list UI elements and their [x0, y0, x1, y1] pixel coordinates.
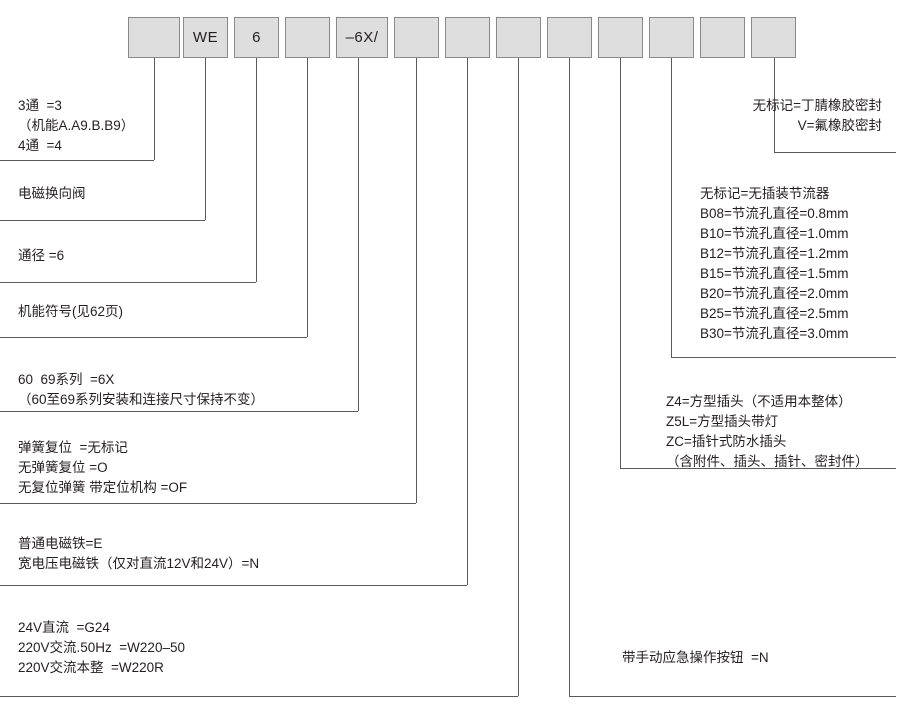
label-spring-line-2: 无弹簧复位 =O [18, 460, 108, 475]
label-throttle-line-3: B10=节流孔直径=1.0mm [700, 226, 849, 241]
label-valve-type-line-1: 电磁换向阀 [18, 186, 86, 201]
label-series-line-2: （60至69系列安装和连接尺寸保持不变） [18, 392, 265, 407]
bracket-series-vertical [358, 58, 359, 411]
code-box-13[interactable] [751, 17, 796, 58]
label-valve-type: 电磁换向阀 [18, 184, 86, 204]
bracket-seal-vertical [774, 58, 775, 152]
label-series-line-1: 60 69系列 =6X [18, 372, 115, 387]
code-box-8[interactable] [496, 17, 541, 58]
bracket-ways-vertical [154, 58, 155, 160]
code-box-3[interactable]: 6 [234, 17, 279, 58]
bracket-solenoid-vertical [467, 58, 468, 585]
label-manual-override-line-1: 带手动应急操作按钮 =N [622, 650, 769, 665]
bracket-valve-type-vertical [205, 58, 206, 220]
bracket-symbol-horizontal [0, 337, 307, 338]
label-voltage-line-1: 24V直流 =G24 [18, 620, 110, 635]
bracket-voltage-vertical [518, 58, 519, 696]
code-box-5[interactable]: –6X/ [336, 17, 388, 58]
code-box-12[interactable] [700, 17, 745, 58]
label-voltage-line-2: 220V交流.50Hz =W220–50 [18, 640, 185, 655]
bracket-spring-horizontal [0, 503, 416, 504]
bracket-size-vertical [256, 58, 257, 282]
bracket-series-horizontal [0, 411, 358, 412]
bracket-solenoid-horizontal [0, 585, 467, 586]
label-spring-line-3: 无复位弹簧 带定位机构 =OF [18, 480, 188, 495]
label-throttle-line-8: B30=节流孔直径=3.0mm [700, 326, 849, 341]
label-size-line-1: 通径 =6 [18, 248, 65, 263]
bracket-connector-vertical [620, 58, 621, 468]
bracket-seal-horizontal [774, 152, 896, 153]
bracket-voltage-horizontal [0, 696, 518, 697]
code-box-4[interactable] [285, 17, 330, 58]
code-box-11[interactable] [649, 17, 694, 58]
label-throttle-line-2: B08=节流孔直径=0.8mm [700, 206, 849, 221]
label-symbol: 机能符号(见62页) [18, 302, 123, 322]
label-connector-line-2: Z5L=方型插头带灯 [666, 414, 779, 429]
label-connector-line-3: ZC=插针式防水插头 [666, 434, 787, 449]
label-ways-line-2: （机能A.A9.B.B9） [18, 118, 135, 133]
label-seal: 无标记=丁腈橡胶密封 V=氟橡胶密封 [753, 96, 882, 136]
bracket-symbol-vertical [307, 58, 308, 337]
code-box-10[interactable] [598, 17, 643, 58]
label-connector-line-4: （含附件、插头、插针、密封件） [666, 454, 869, 469]
label-manual-override: 带手动应急操作按钮 =N [622, 648, 769, 668]
label-symbol-line-1: 机能符号(见62页) [18, 304, 124, 319]
bracket-throttle-vertical [671, 58, 672, 357]
code-box-1[interactable] [128, 17, 180, 58]
label-ways-line-3: 4通 =4 [18, 138, 62, 153]
code-box-7[interactable] [445, 17, 490, 58]
label-voltage-line-3: 220V交流本整 =W220R [18, 660, 164, 675]
label-seal-line-2: V=氟橡胶密封 [797, 118, 882, 133]
bracket-ways-horizontal [0, 160, 154, 161]
label-spring: 弹簧复位 =无标记无弹簧复位 =O 无复位弹簧 带定位机构 =OF [18, 438, 187, 498]
bracket-connector-horizontal [620, 468, 896, 469]
label-size: 通径 =6 [18, 246, 64, 266]
label-throttle-line-7: B25=节流孔直径=2.5mm [700, 306, 849, 321]
label-voltage: 24V直流 =G24 220V交流.50Hz =W220–50 220V交流本整 =… [18, 618, 185, 678]
bracket-manual-horizontal [569, 696, 896, 697]
label-ways-line-1: 3通 =3 [18, 98, 62, 113]
label-throttle-line-5: B15=节流孔直径=1.5mm [700, 266, 849, 281]
code-box-9[interactable] [547, 17, 592, 58]
label-throttle-line-1: 无标记=无插装节流器 [700, 186, 830, 201]
bracket-spring-vertical [416, 58, 417, 503]
label-seal-line-1: 无标记=丁腈橡胶密封 [752, 98, 882, 113]
code-box-2[interactable]: WE [183, 17, 228, 58]
bracket-manual-vertical [569, 58, 570, 696]
label-throttle-line-6: B20=节流孔直径=2.0mm [700, 286, 849, 301]
label-throttle-line-4: B12=节流孔直径=1.2mm [700, 246, 849, 261]
label-solenoid: 普通电磁铁=E 宽电压电磁铁（仅对直流12V和24V）=N [18, 534, 259, 574]
label-series: 60 69系列 =6X （60至69系列安装和连接尺寸保持不变） [18, 370, 264, 410]
label-solenoid-line-2: 宽电压电磁铁（仅对直流12V和24V）=N [18, 556, 260, 571]
label-ways: 3通 =3 （机能A.A9.B.B9） 4通 =4 [18, 96, 134, 156]
code-box-6[interactable] [394, 17, 439, 58]
label-connector-line-1: Z4=方型插头（不适用本整体） [666, 394, 852, 409]
bracket-valve-type-horizontal [0, 220, 205, 221]
label-connector: Z4=方型插头（不适用本整体） Z5L=方型插头带灯 ZC=插针式防水插头 （含附件、… [666, 392, 869, 472]
label-solenoid-line-1: 普通电磁铁=E [18, 536, 103, 551]
bracket-size-horizontal [0, 282, 256, 283]
label-spring-line-1: 弹簧复位 =无标记 [18, 440, 128, 455]
bracket-throttle-horizontal [671, 357, 896, 358]
